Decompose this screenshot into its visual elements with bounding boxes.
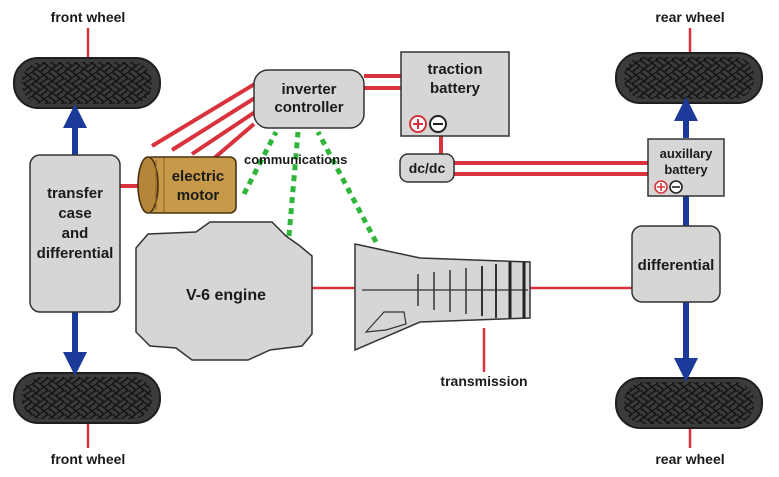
engine-label: V-6 engine bbox=[186, 287, 266, 304]
transmission bbox=[354, 243, 531, 352]
front-wheel-bottom-label: front wheel bbox=[51, 451, 126, 467]
inverter-label-1: inverter bbox=[281, 81, 336, 98]
comm-line-engine bbox=[286, 131, 301, 237]
wire-inverter-motor-4 bbox=[210, 122, 256, 162]
rear-wheel-bottom bbox=[615, 377, 763, 429]
tread-pattern bbox=[624, 57, 754, 99]
aux-label-2: battery bbox=[664, 162, 708, 177]
aux-label-1: auxillary bbox=[660, 146, 714, 161]
transfer-label-1: transfer bbox=[47, 185, 103, 202]
minus-terminal-icon bbox=[669, 180, 683, 194]
plus-terminal-icon bbox=[409, 115, 427, 133]
wire-inverter-motor-3 bbox=[190, 108, 260, 156]
rear-wheel-top-label: rear wheel bbox=[655, 9, 724, 25]
rear-wheel-top bbox=[615, 52, 763, 104]
inverter-label-2: controller bbox=[274, 99, 343, 116]
traction-label-2: battery bbox=[430, 80, 481, 97]
wire-inverter-motor-2 bbox=[170, 94, 260, 152]
front-wheel-top-label: front wheel bbox=[51, 9, 126, 25]
dcdc-label: dc/dc bbox=[409, 160, 446, 176]
plus-terminal-icon bbox=[654, 180, 668, 194]
comm-line-transmission bbox=[315, 130, 379, 244]
motor-label-2: motor bbox=[177, 187, 220, 204]
dcdc-converter: dc/dc bbox=[399, 153, 455, 183]
minus-terminal-icon bbox=[429, 115, 447, 133]
transfer-label-4: differential bbox=[37, 245, 114, 262]
tread-pattern bbox=[22, 377, 152, 419]
traction-battery: traction battery bbox=[400, 51, 510, 137]
traction-label-1: traction bbox=[427, 61, 482, 78]
front-wheel-bottom bbox=[13, 372, 161, 424]
auxiliary-battery: auxillary battery bbox=[647, 138, 725, 197]
rear-differential: differential bbox=[631, 225, 721, 303]
comm-line-motor bbox=[241, 130, 279, 196]
communications-label: communications bbox=[244, 152, 347, 167]
transfer-case-differential: transfer case and differential bbox=[29, 154, 121, 313]
inverter-controller: inverter controller bbox=[253, 69, 365, 129]
electric-motor: electric motor bbox=[137, 156, 237, 214]
transfer-label-2: case bbox=[58, 205, 91, 222]
front-wheel-top bbox=[13, 57, 161, 109]
transfer-label-3: and bbox=[62, 225, 89, 242]
motor-label-1: electric bbox=[172, 168, 225, 185]
tread-pattern bbox=[22, 62, 152, 104]
tread-pattern bbox=[624, 382, 754, 424]
rear-wheel-bottom-label: rear wheel bbox=[655, 451, 724, 467]
wire-inverter-motor-1 bbox=[150, 80, 260, 148]
v6-engine: V-6 engine bbox=[135, 221, 313, 361]
transmission-label: transmission bbox=[440, 373, 527, 389]
differential-label: differential bbox=[638, 257, 715, 274]
